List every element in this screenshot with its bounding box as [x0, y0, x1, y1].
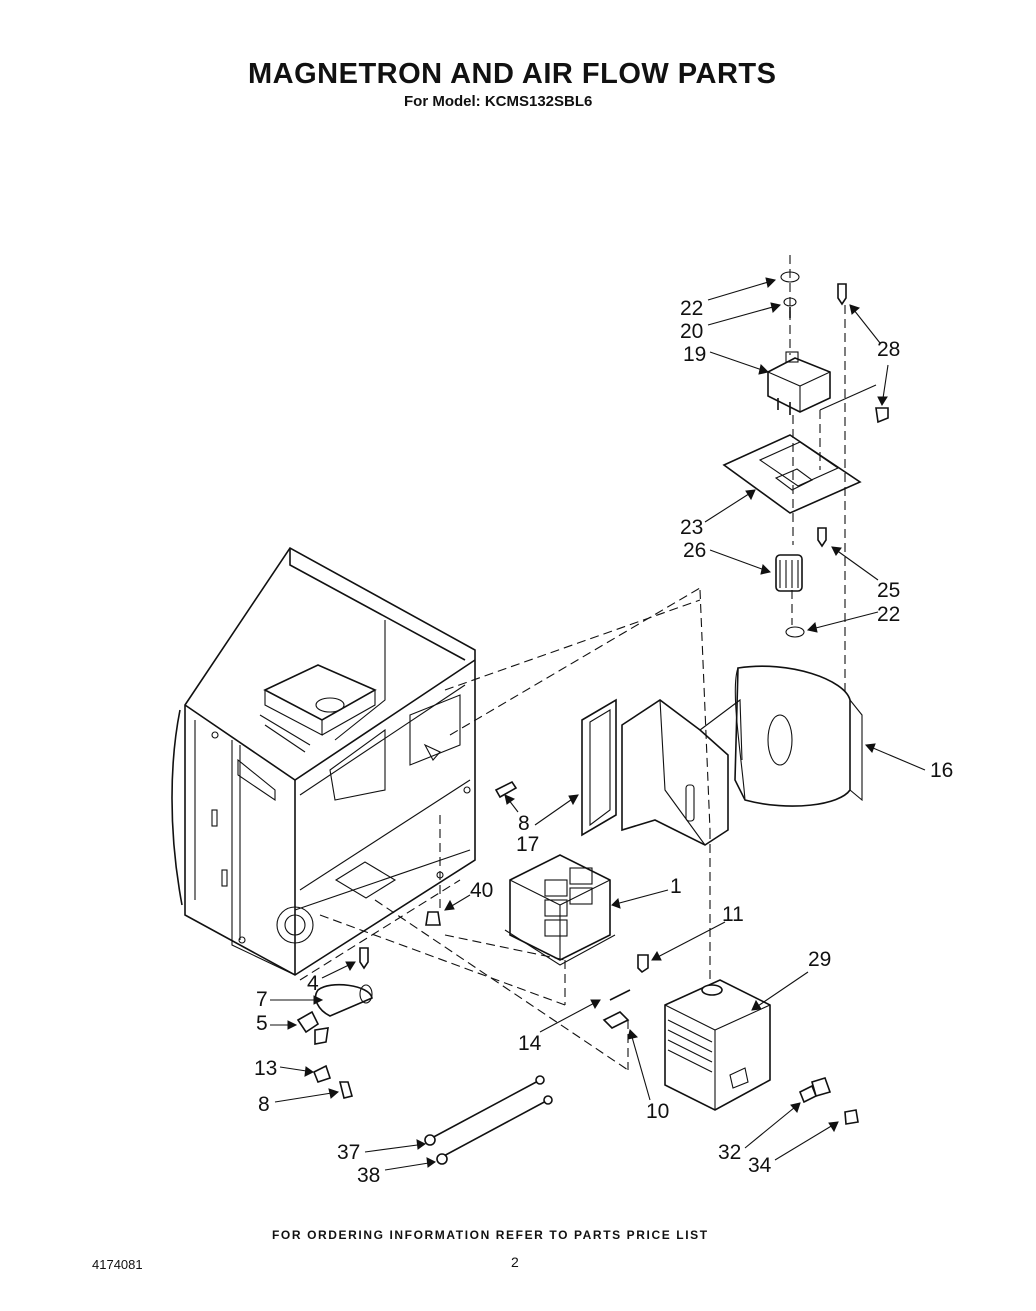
callout-25: 25 [877, 579, 900, 602]
callout-5: 5 [256, 1012, 268, 1035]
callout-40: 40 [470, 879, 493, 902]
fan-motor-assembly [722, 255, 889, 700]
callout-1: 1 [670, 875, 682, 898]
callout-22-top: 22 [680, 297, 703, 320]
small-hardware [296, 780, 859, 1165]
callout-10: 10 [646, 1100, 669, 1123]
air-duct [581, 665, 863, 846]
callout-11: 11 [722, 903, 744, 926]
callout-4: 4 [307, 972, 319, 995]
callout-8-lower: 8 [258, 1093, 270, 1116]
leader-arrows [270, 277, 926, 1171]
callout-16: 16 [930, 759, 953, 782]
transformer [504, 854, 616, 966]
page-number: 2 [511, 1254, 519, 1270]
page-title: MAGNETRON AND AIR FLOW PARTS [248, 58, 777, 90]
callout-19: 19 [683, 343, 706, 366]
document-number: 4174081 [92, 1257, 143, 1272]
callout-13: 13 [254, 1057, 277, 1080]
cabinet-chassis [171, 546, 476, 976]
callout-17: 17 [516, 833, 539, 856]
callout-32: 32 [718, 1141, 741, 1164]
magnetron [664, 830, 771, 1111]
callout-37: 37 [337, 1141, 360, 1164]
callout-7: 7 [256, 988, 268, 1011]
callout-8-upper: 8 [518, 812, 530, 835]
explosion-lines [299, 587, 711, 1071]
callout-23: 23 [680, 516, 703, 539]
callout-29: 29 [808, 948, 831, 971]
model-subtitle: For Model: KCMS132SBL6 [404, 93, 593, 110]
callout-14: 14 [518, 1032, 542, 1055]
callout-28: 28 [877, 338, 900, 361]
callout-22-bottom: 22 [877, 603, 900, 626]
callout-20: 20 [680, 320, 703, 343]
callout-38: 38 [357, 1164, 380, 1187]
callout-34: 34 [748, 1154, 772, 1177]
callout-26: 26 [683, 539, 706, 562]
ordering-note: FOR ORDERING INFORMATION REFER TO PARTS … [272, 1228, 709, 1242]
